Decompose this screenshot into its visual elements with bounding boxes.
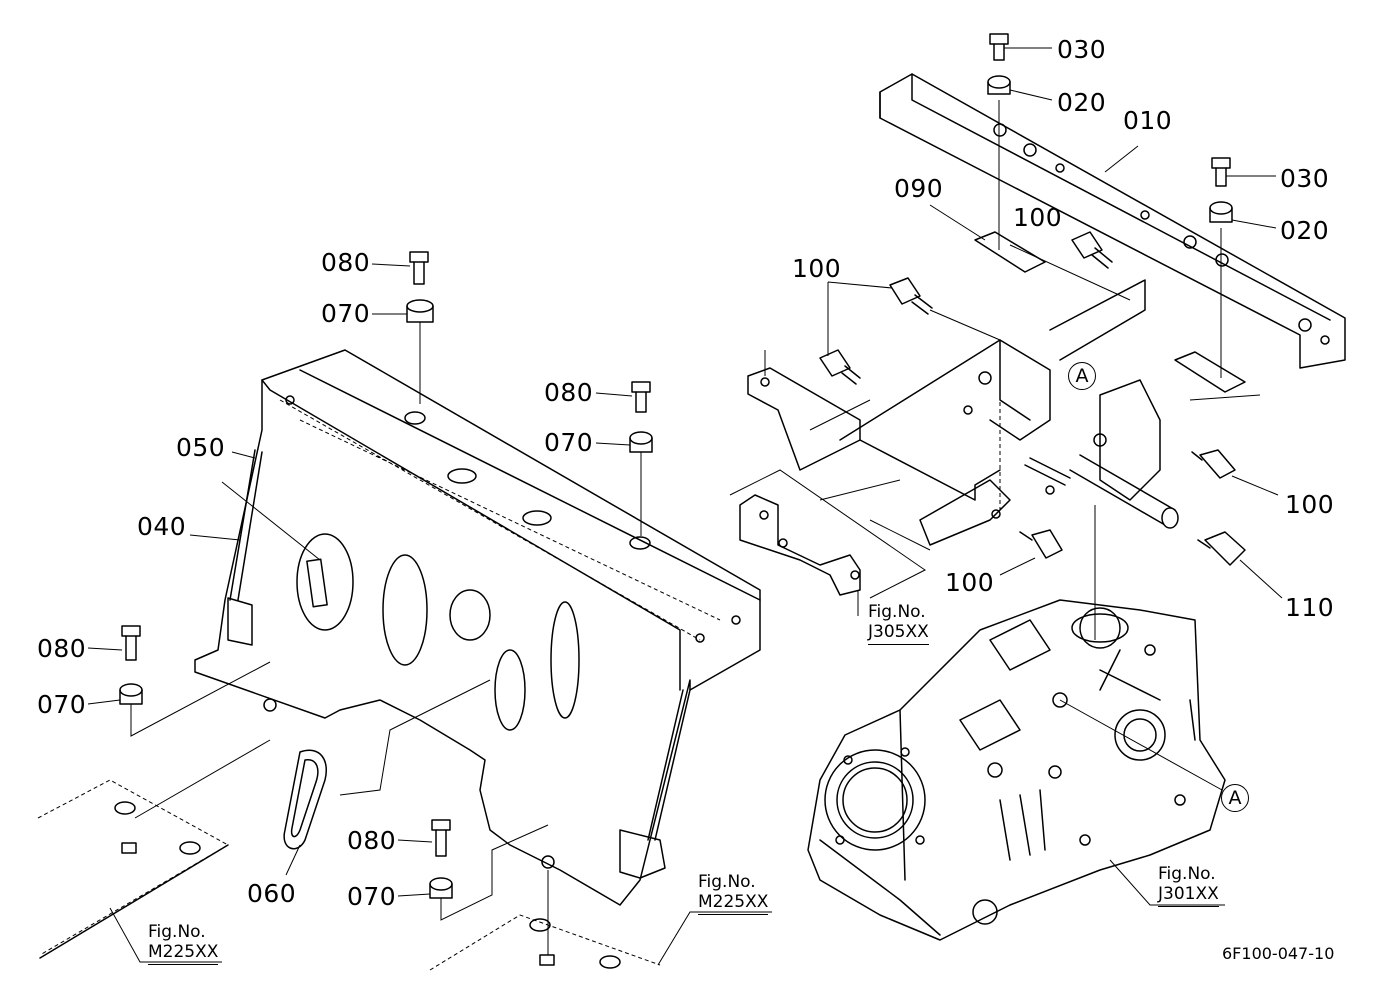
label-030-right: 030: [1280, 164, 1330, 193]
plate-090: [929, 204, 1246, 393]
j305-bracket: [729, 469, 926, 616]
connection-mark-a-lower: A: [1221, 784, 1249, 812]
transmission-case: [807, 599, 1226, 941]
label-040: 040: [137, 512, 187, 541]
leader-060: [285, 844, 301, 876]
stud-100-left: [889, 277, 1001, 341]
rail-bracket-010: [879, 73, 1346, 369]
drawing-code: 6F100-047-10: [1222, 944, 1335, 963]
bolt-080-mid: [595, 381, 653, 536]
label-080-bottom: 080: [347, 826, 397, 855]
bolt-080-top: [371, 251, 434, 404]
leader-100-left: [827, 281, 893, 356]
bolt-080-left: [87, 625, 271, 819]
label-110: 110: [1285, 593, 1335, 622]
label-070-top: 070: [321, 299, 371, 328]
label-060: 060: [247, 879, 297, 908]
leader-050: [221, 481, 321, 561]
fig-ref-j305: Fig.No. J305XX: [868, 602, 929, 645]
label-090: 090: [894, 174, 944, 203]
sleeve-060: [283, 679, 491, 850]
leader-010: [1104, 145, 1139, 173]
floor-plate-left: [37, 779, 230, 963]
label-100-right: 100: [1285, 490, 1335, 519]
cover-plate-040: [194, 349, 761, 906]
floor-plate-bottom: [429, 911, 772, 971]
stud-100-right: [1191, 449, 1279, 496]
fig-ref-m225-bottom: Fig.No. M225XX: [698, 872, 769, 915]
washer-020-right: [1209, 201, 1277, 378]
label-080-mid: 080: [544, 378, 594, 407]
label-070-mid: 070: [544, 428, 594, 457]
label-020-right: 020: [1280, 216, 1330, 245]
fig-ref-m225-left: Fig.No. M225XX: [148, 922, 219, 965]
label-030-top: 030: [1057, 35, 1107, 64]
label-010: 010: [1123, 106, 1173, 135]
bolt-080-bottom: [397, 819, 549, 955]
stud-100-bottom: [999, 529, 1063, 576]
label-020-top: 020: [1057, 88, 1107, 117]
fig-ref-j301: Fig.No. J301XX: [1158, 864, 1219, 907]
label-100-upper: 100: [1013, 203, 1063, 232]
connection-mark-a-upper: A: [1068, 362, 1096, 390]
label-100-left: 100: [792, 254, 842, 283]
label-070-bottom: 070: [347, 882, 397, 911]
label-070-left: 070: [37, 690, 87, 719]
stud-100-upper: [1071, 231, 1113, 269]
mid-frame-bracket: [747, 244, 1261, 551]
washer-020-left: [987, 75, 1053, 250]
bolt-030-left: [989, 33, 1052, 61]
label-080-left: 080: [37, 634, 87, 663]
shaft-110: [1024, 454, 1283, 640]
stud-100-lower-left: [819, 349, 861, 385]
label-080-top: 080: [321, 248, 371, 277]
label-050: 050: [176, 433, 226, 462]
leader-040: [189, 451, 256, 541]
bolt-030-right: [1211, 157, 1276, 187]
label-100-bottom: 100: [945, 568, 995, 597]
